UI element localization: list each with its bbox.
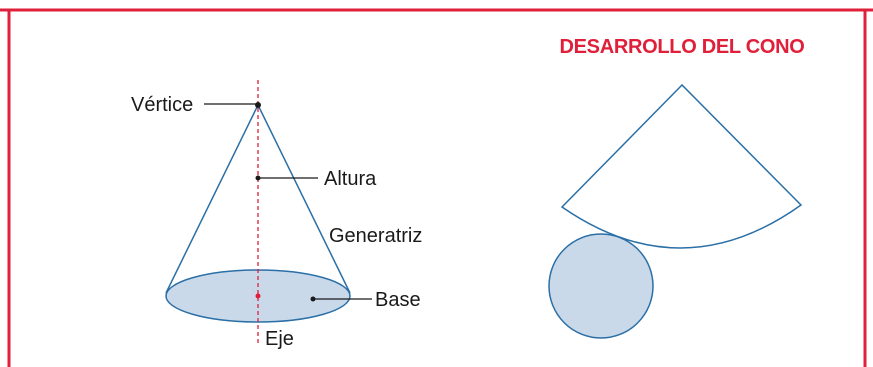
base-center-dot bbox=[255, 293, 261, 299]
vertex-dot bbox=[255, 102, 261, 108]
cone-left-generatrix bbox=[165, 104, 259, 294]
vertex-label: Vértice bbox=[131, 94, 193, 116]
diagram-title: DESARROLLO DEL CONO bbox=[559, 36, 804, 58]
generatrix-label: Generatriz bbox=[329, 225, 422, 247]
net-base-circle bbox=[548, 233, 654, 339]
cone-net bbox=[548, 83, 803, 339]
height-label: Altura bbox=[324, 168, 377, 190]
base-label: Base bbox=[375, 289, 421, 311]
net-sector bbox=[560, 83, 803, 249]
axis-label: Eje bbox=[265, 328, 294, 350]
cone bbox=[165, 80, 351, 345]
cone-right-generatrix bbox=[257, 104, 351, 294]
